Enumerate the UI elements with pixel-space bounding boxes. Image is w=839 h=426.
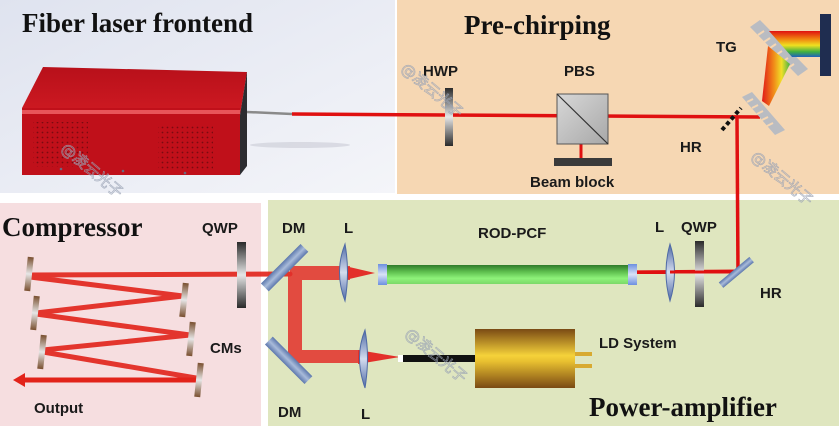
amplifier-title: Power-amplifier [589,392,777,422]
hwp-plate [445,88,453,146]
beam-block [554,158,612,166]
dm-top [260,243,309,292]
grating-top [750,20,808,76]
fiber-pigtail [246,110,293,116]
hwp-label: HWP [423,63,458,80]
qwp-compressor-label: QWP [202,220,238,237]
laser-box [22,67,350,175]
beam-block-label: Beam block [530,174,615,191]
cm-1 [24,256,34,292]
roof-mirror [820,14,831,76]
rod-pcf [378,264,637,285]
cm-4 [186,321,196,357]
output-label: Output [34,400,83,417]
ld-system [475,329,592,388]
pbs-cube [556,93,609,145]
compressor-beams [27,271,293,381]
ld-system-label: LD System [599,335,677,352]
amplifier-panel [268,200,839,426]
qwp-right-label: QWP [681,219,717,236]
hr-top-label: HR [680,139,702,156]
dm-beams [288,266,360,363]
l-right-label: L [655,219,664,236]
cm-6 [194,362,204,398]
qwp-right [695,241,704,307]
pbs-label: PBS [564,63,595,80]
dm-bottom-label: DM [278,404,301,421]
cms-label: CMs [210,340,242,357]
beam-focus-top [345,266,375,280]
hr-right-mirror [718,256,754,288]
pump-fiber [400,355,475,362]
hr-mirror-dashed [720,106,743,132]
lens-top [339,242,348,303]
beam-main [291,112,761,119]
cm-3 [30,295,40,331]
output-arrow [13,373,25,387]
grating-bottom [742,92,785,135]
l-bottom-label: L [361,406,370,423]
rod-pcf-label: ROD-PCF [478,225,546,242]
beam-focus-bottom [358,350,400,364]
cm-5 [37,334,47,370]
spectrum-to-roof [769,31,820,57]
cm-2 [179,282,189,318]
hr-right-label: HR [760,285,782,302]
chirped-mirrors [24,256,204,398]
qwp-compressor [237,242,246,308]
l-top-label: L [344,220,353,237]
tg-label: TG [716,39,737,56]
spectrum-dispersed [762,46,790,106]
pump-fiber-tip [398,355,403,362]
frontend-title: Fiber laser frontend [22,8,253,38]
prechirping-title: Pre-chirping [464,10,611,40]
lens-bottom [359,328,368,389]
beam-down [735,117,740,273]
dm-bottom [264,336,313,385]
dm-top-label: DM [282,220,305,237]
compressor-title: Compressor [2,212,143,242]
